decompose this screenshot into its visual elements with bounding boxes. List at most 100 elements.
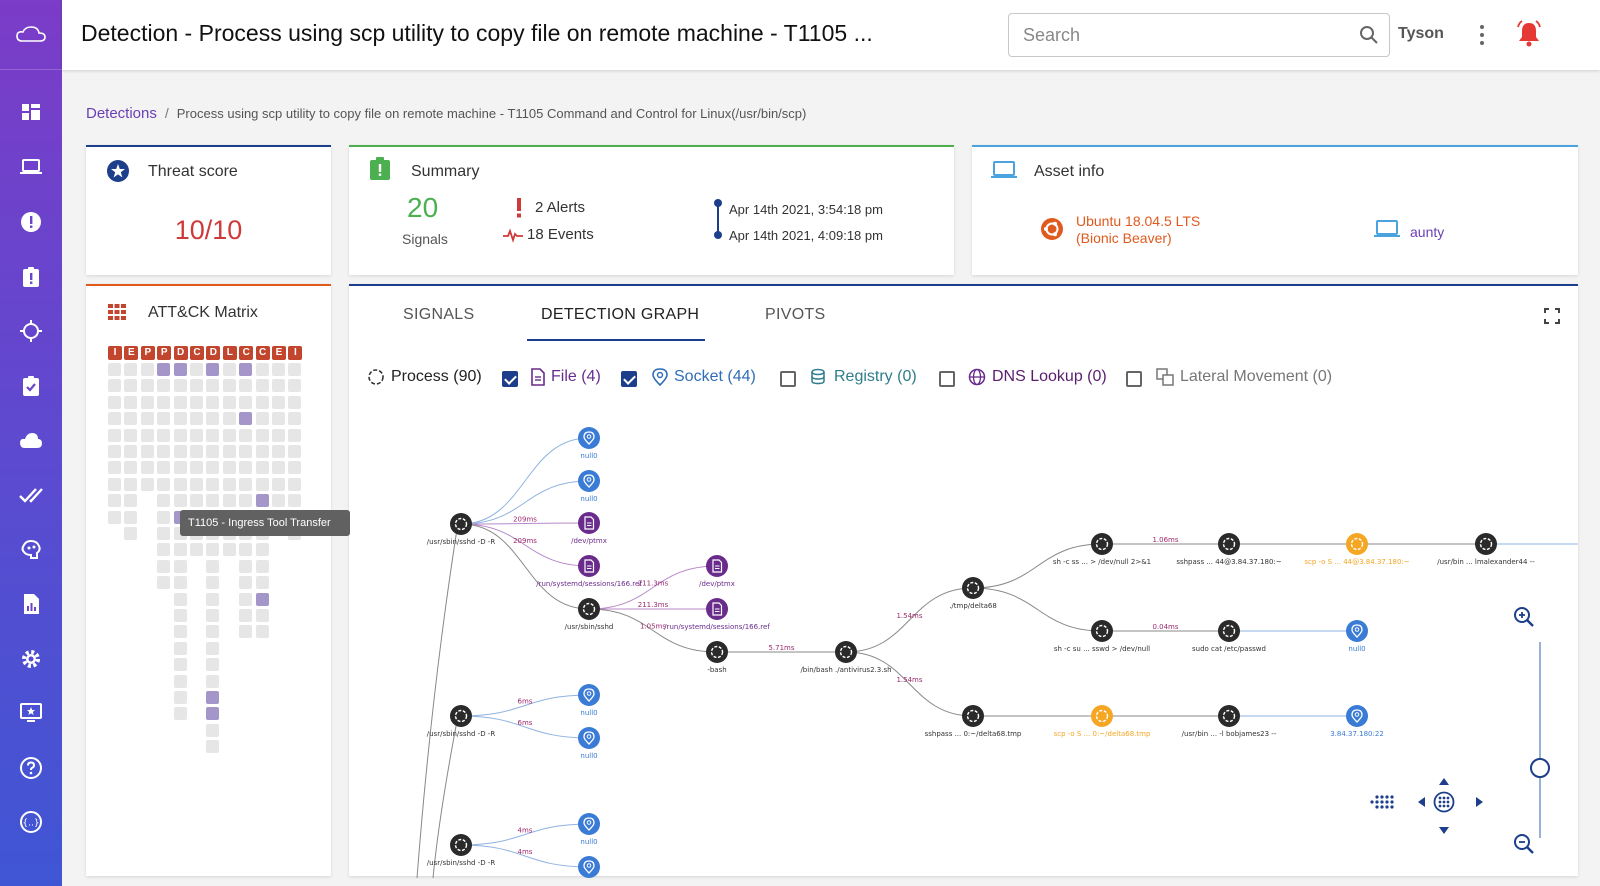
technique-cell[interactable]: [190, 494, 203, 508]
technique-cell[interactable]: [222, 477, 236, 491]
technique-cell[interactable]: [190, 395, 203, 409]
sidebar-item-monitor[interactable]: [0, 693, 62, 733]
technique-cell[interactable]: [190, 412, 203, 426]
technique-cell[interactable]: [239, 576, 253, 590]
detection-graph-canvas[interactable]: 209ms209ms211.3ms211.3ms1.05ms5.71ms1.54…: [349, 396, 1578, 878]
technique-cell[interactable]: [206, 428, 220, 442]
file-node[interactable]: /run/systemd/sessions/166.ref: [664, 598, 770, 631]
technique-cell[interactable]: [173, 494, 187, 508]
technique-cell[interactable]: [239, 428, 253, 442]
technique-cell[interactable]: [222, 445, 236, 458]
sidebar-item-detections[interactable]: [0, 257, 62, 297]
technique-cell[interactable]: [173, 674, 187, 688]
process-node[interactable]: sudo cat /etc/passwd: [1192, 620, 1266, 653]
technique-cell[interactable]: [239, 461, 253, 475]
technique-cell[interactable]: [255, 428, 269, 442]
technique-cell[interactable]: [140, 477, 154, 491]
technique-cell[interactable]: [140, 461, 154, 475]
technique-cell[interactable]: [140, 428, 154, 442]
technique-cell[interactable]: [206, 379, 220, 393]
technique-cell[interactable]: [124, 379, 138, 393]
technique-cell[interactable]: [206, 477, 220, 491]
technique-cell[interactable]: [173, 592, 187, 606]
technique-cell[interactable]: [288, 428, 302, 442]
pan-up-icon[interactable]: [1438, 776, 1450, 786]
technique-cell-detected[interactable]: [255, 494, 269, 508]
socket-node[interactable]: null0: [578, 427, 600, 460]
socket-node[interactable]: null0: [1346, 620, 1368, 653]
filter-socket-checkbox[interactable]: [621, 371, 637, 387]
technique-cell[interactable]: [124, 527, 138, 540]
socket-node[interactable]: null0: [578, 684, 600, 717]
technique-cell[interactable]: [255, 559, 269, 573]
pan-left-icon[interactable]: [1416, 796, 1426, 808]
tactic-header[interactable]: I: [288, 346, 303, 360]
filter-socket[interactable]: Socket (44): [652, 368, 756, 386]
zoom-slider-track[interactable]: [1539, 642, 1541, 838]
technique-cell[interactable]: [190, 428, 203, 442]
technique-cell[interactable]: [108, 412, 121, 426]
technique-cell[interactable]: [288, 379, 302, 393]
socket-node[interactable]: null0: [578, 727, 600, 760]
technique-cell[interactable]: [206, 461, 220, 475]
tactic-header[interactable]: E: [124, 346, 139, 360]
technique-cell[interactable]: [157, 395, 171, 409]
process-node[interactable]: /usr/sbin/sshd -D -R: [427, 834, 496, 867]
search-icon[interactable]: [1359, 25, 1379, 45]
technique-cell[interactable]: [190, 363, 203, 376]
process-node[interactable]: /usr/bin ... -l bobjames23 --: [1182, 705, 1277, 738]
technique-cell[interactable]: [239, 625, 253, 639]
technique-cell[interactable]: [272, 379, 285, 393]
technique-cell[interactable]: [157, 543, 171, 557]
sidebar-item-reports[interactable]: [0, 584, 62, 624]
technique-cell[interactable]: [239, 379, 253, 393]
filter-registry-checkbox[interactable]: [780, 371, 796, 387]
technique-cell[interactable]: [157, 510, 171, 524]
technique-cell[interactable]: [206, 723, 220, 737]
technique-cell[interactable]: [206, 592, 220, 606]
technique-cell[interactable]: [173, 625, 187, 639]
technique-cell[interactable]: [173, 395, 187, 409]
sidebar-item-intelligence[interactable]: [0, 530, 62, 570]
technique-cell[interactable]: [272, 445, 285, 458]
technique-cell[interactable]: [108, 395, 121, 409]
technique-cell[interactable]: [108, 477, 121, 491]
technique-cell[interactable]: [239, 395, 253, 409]
file-node[interactable]: /dev/ptmx: [699, 555, 735, 588]
tactic-header[interactable]: E: [272, 346, 286, 360]
notification-bell-icon[interactable]: [1516, 20, 1542, 48]
technique-cell[interactable]: [206, 559, 220, 573]
filter-dns-checkbox[interactable]: [939, 371, 955, 387]
sidebar-item-compliance[interactable]: [0, 475, 62, 515]
technique-cell[interactable]: [206, 674, 220, 688]
technique-cell[interactable]: [173, 707, 187, 721]
technique-cell[interactable]: [173, 477, 187, 491]
technique-cell[interactable]: [255, 379, 269, 393]
technique-cell[interactable]: [157, 379, 171, 393]
technique-cell[interactable]: [190, 445, 203, 458]
sidebar-item-hunt[interactable]: [0, 311, 62, 351]
technique-cell[interactable]: [206, 494, 220, 508]
technique-cell[interactable]: [222, 395, 236, 409]
technique-cell-detected[interactable]: [206, 363, 220, 376]
tactic-header[interactable]: C: [255, 346, 270, 360]
technique-cell[interactable]: [288, 461, 302, 475]
technique-cell[interactable]: [157, 494, 171, 508]
process-node[interactable]: sh -c ss ... > /dev/null 2>&1: [1053, 533, 1151, 566]
technique-cell[interactable]: [173, 445, 187, 458]
layout-grid-icon[interactable]: [1369, 793, 1395, 811]
technique-cell[interactable]: [173, 576, 187, 590]
technique-cell[interactable]: [255, 445, 269, 458]
technique-cell[interactable]: [288, 363, 302, 376]
technique-cell[interactable]: [173, 641, 187, 655]
technique-cell[interactable]: [173, 609, 187, 622]
tactic-header[interactable]: C: [239, 346, 254, 360]
more-options-button[interactable]: [1472, 22, 1492, 48]
technique-cell[interactable]: [157, 412, 171, 426]
tab-pivots[interactable]: PIVOTS: [765, 306, 826, 323]
technique-cell[interactable]: [108, 363, 121, 376]
technique-cell[interactable]: [272, 428, 285, 442]
recenter-icon[interactable]: [1433, 791, 1455, 813]
technique-cell[interactable]: [206, 641, 220, 655]
technique-cell[interactable]: [108, 445, 121, 458]
